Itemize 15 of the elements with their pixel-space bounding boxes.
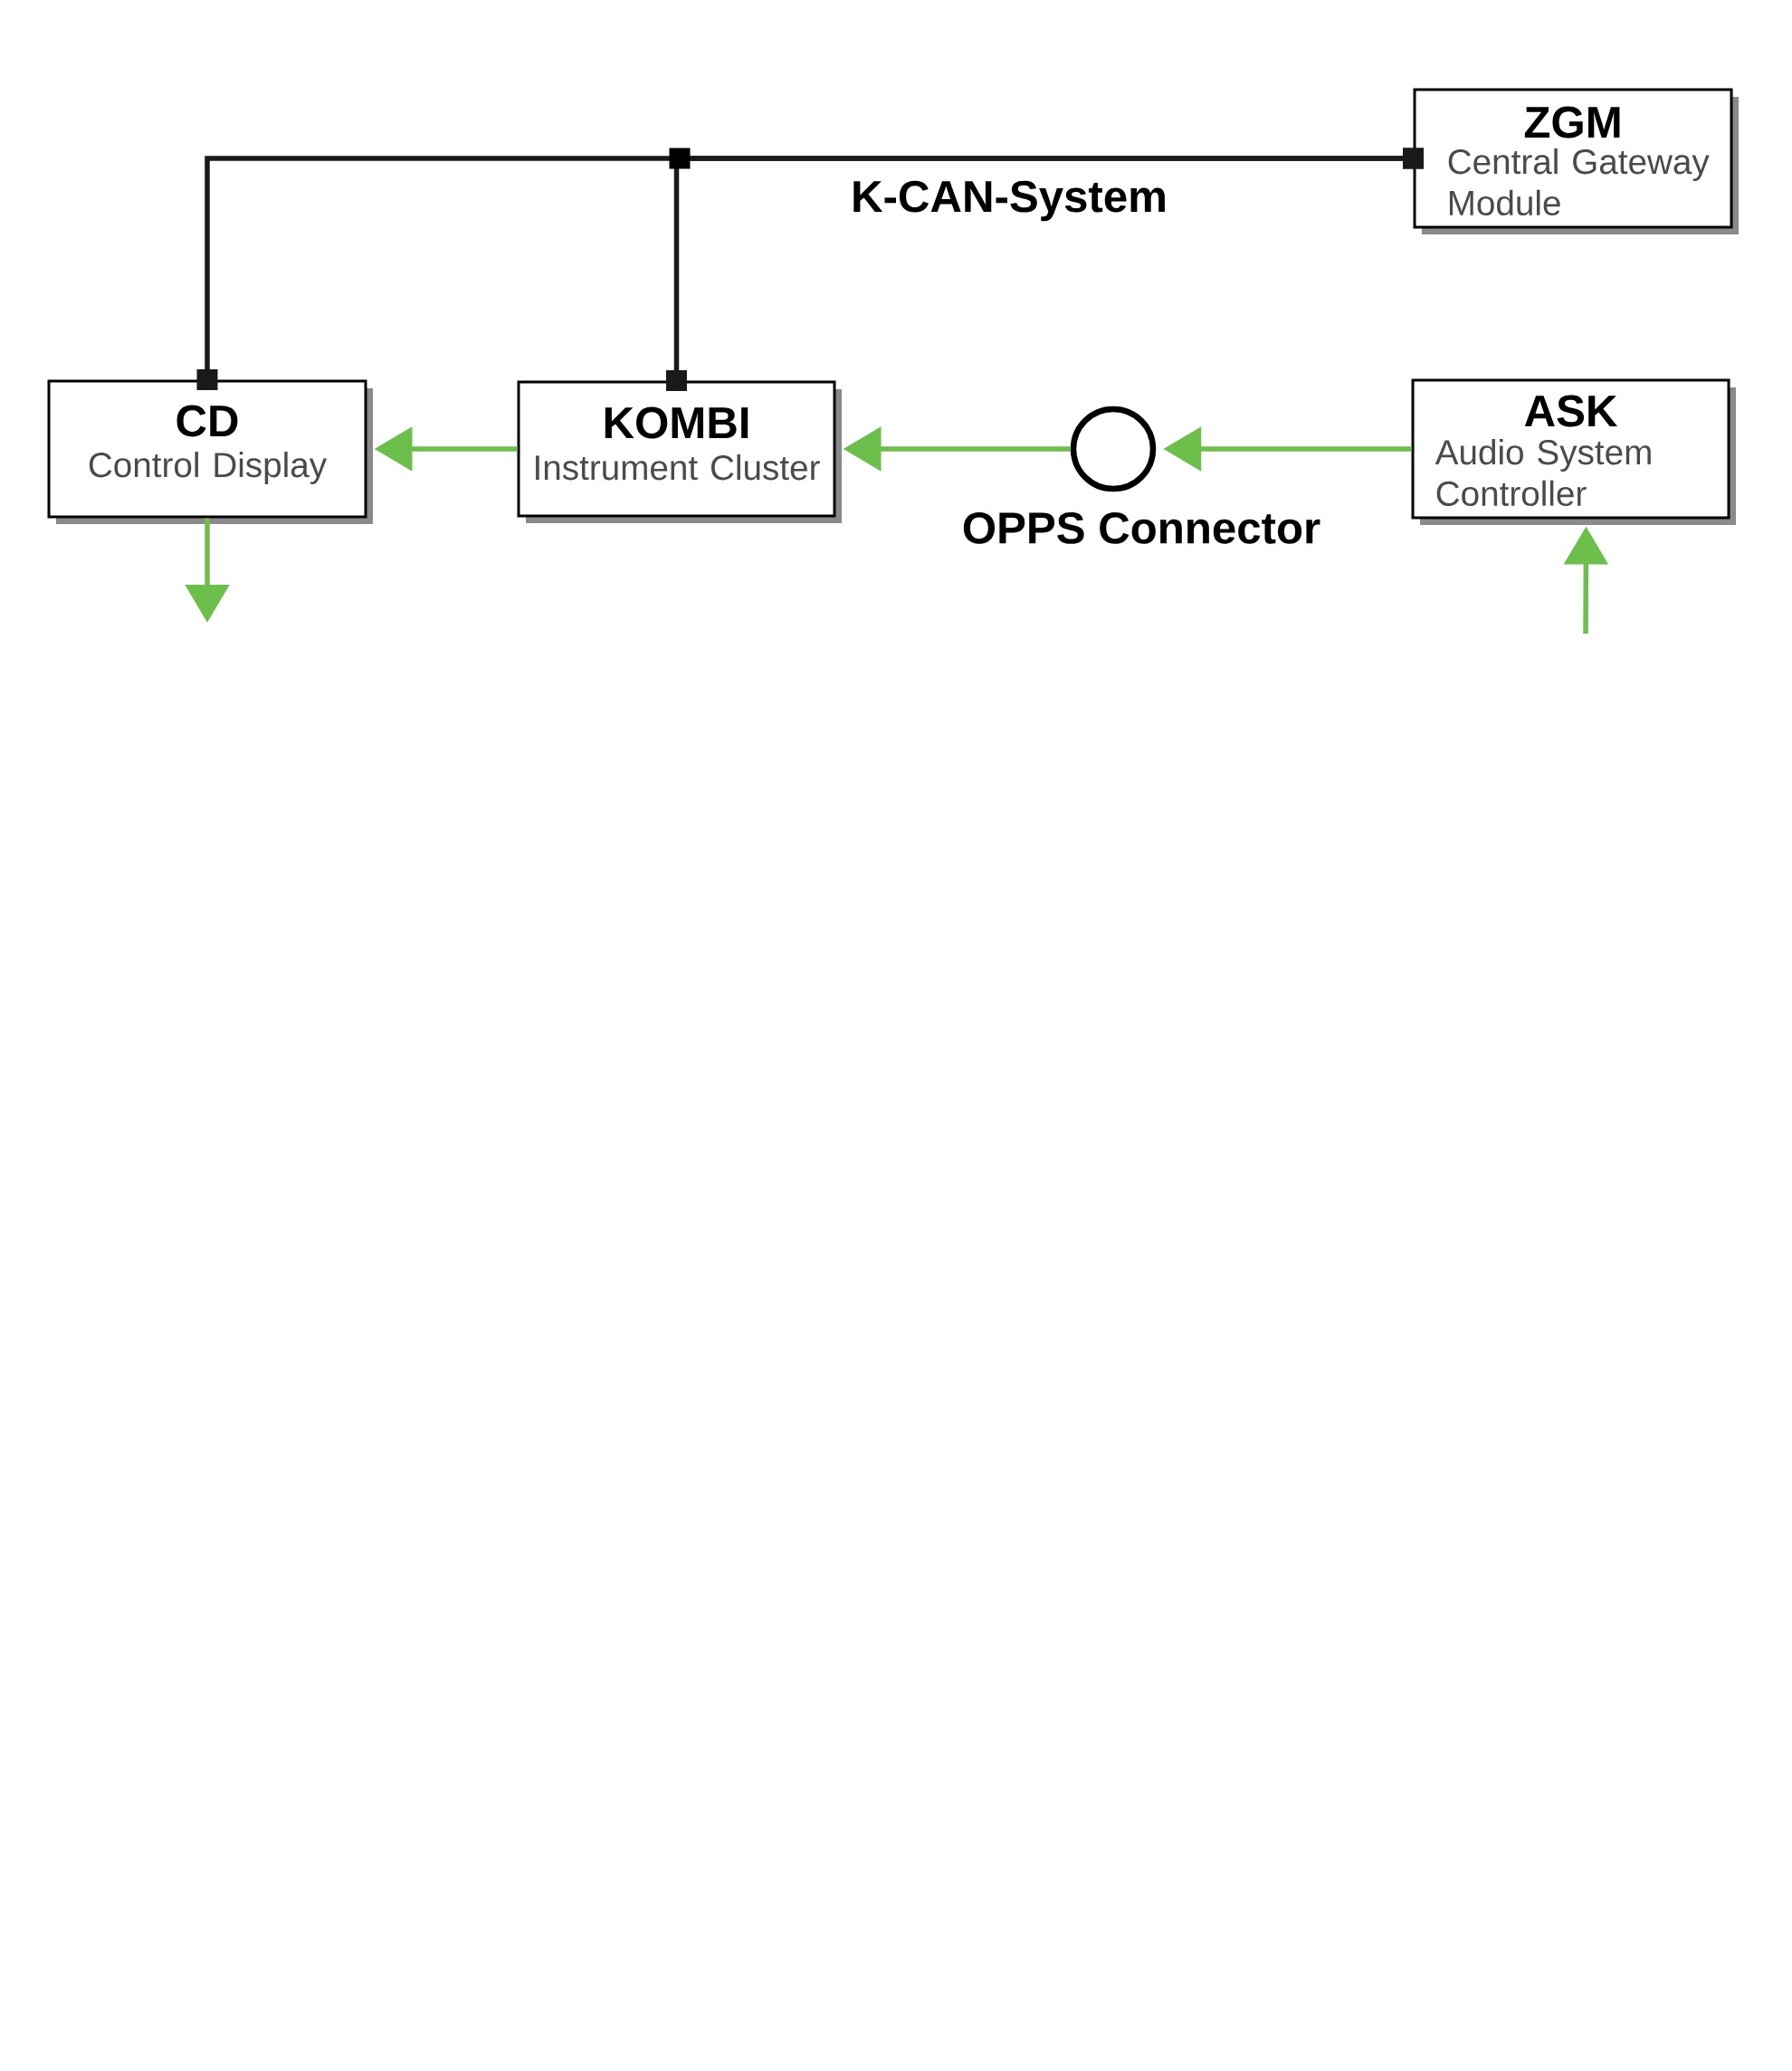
- bus-line: [666, 148, 1424, 391]
- edge-label: K-CAN-System: [847, 177, 1171, 224]
- connector-label: OPPS Connector: [963, 511, 1320, 544]
- module-description: Audio System Controller: [1435, 439, 1651, 507]
- module-box: [517, 380, 842, 523]
- module-description: Instrument Cluster: [536, 454, 820, 481]
- module-box: [1411, 378, 1737, 525]
- module-description: Control Display: [89, 452, 327, 484]
- module-name: ASK: [1524, 395, 1618, 427]
- module-box: [1413, 88, 1739, 234]
- module-description: Central Gateway Module: [1448, 148, 1710, 216]
- module-name: KOMBI: [605, 406, 748, 439]
- module-name: ZGM: [1524, 106, 1620, 138]
- module-name: CD: [176, 405, 238, 437]
- module-box: [47, 379, 373, 524]
